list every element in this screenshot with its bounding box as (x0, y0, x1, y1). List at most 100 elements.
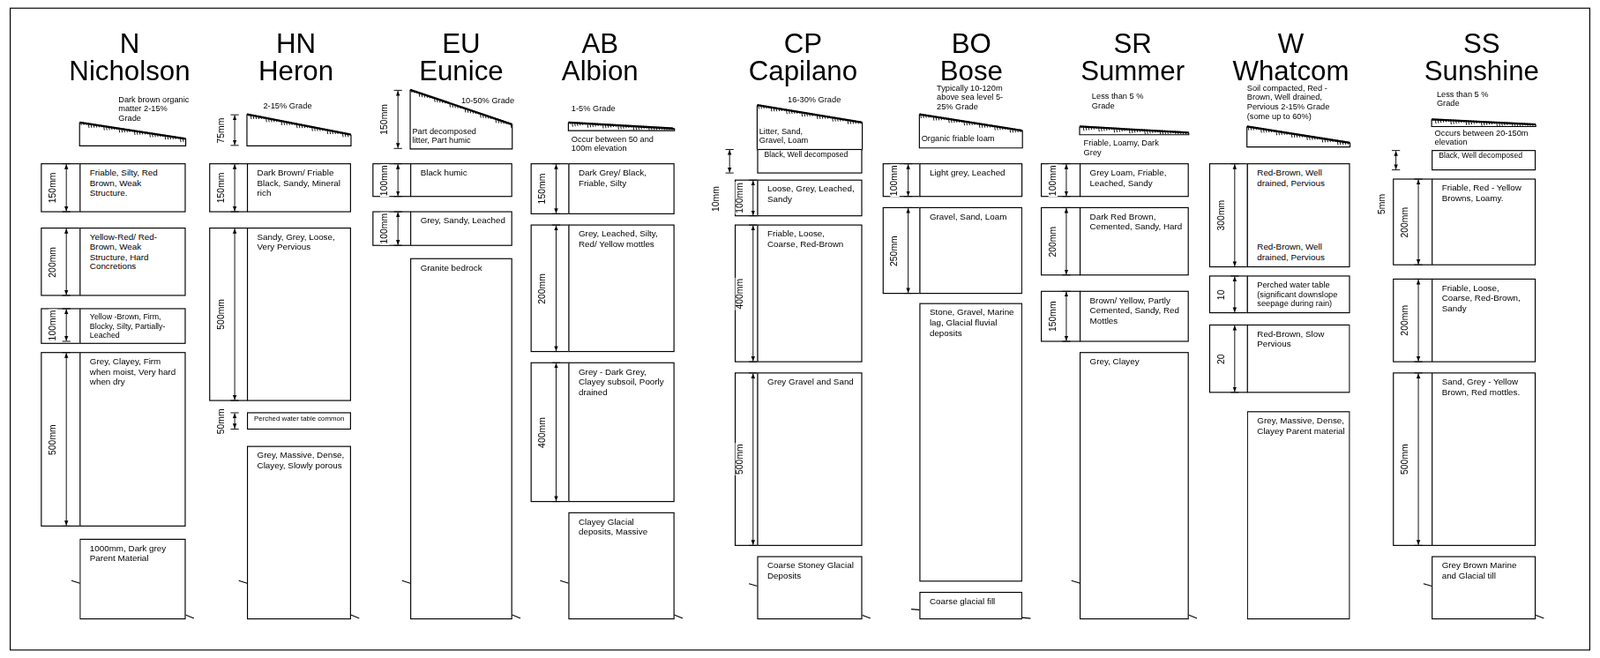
dimension-cell (735, 179, 758, 216)
layer-text: Coarse glacial fill (929, 597, 1017, 607)
dimension-label: 500mm (48, 423, 58, 457)
dimension-label: 5mm (1377, 193, 1387, 216)
layer-text: Sandy, Grey, Loose, Very Pervious (257, 232, 347, 254)
dimension-cell (1041, 207, 1081, 275)
dimension-tick (1230, 324, 1239, 392)
dimension-arrow (234, 164, 236, 211)
profile-title: EU (369, 30, 554, 59)
layer-text: Black, Well decomposed (1438, 151, 1532, 161)
layer-text: Perched water table (significant downslo… (1256, 280, 1345, 309)
dimension-label: 200mm (1400, 205, 1410, 239)
site-note: 16-30% Grade (787, 95, 860, 105)
site-note: Typically 10-120m above sea level 5-25% … (936, 83, 1019, 113)
soil-layer-box: Dark Red Brown, Cemented, Sandy, Hard (1079, 207, 1189, 277)
soil-layer-box: Clayey Glacial deposits, Massive (568, 512, 674, 620)
site-note: Less than 5 % Grade (1091, 91, 1164, 111)
soil-layer-box: Grey Gravel and Sand (756, 372, 862, 546)
profile-title: W (1198, 30, 1383, 59)
layer-text: Granite bedrock (420, 262, 508, 273)
soil-layer-box: Sand, Grey - Yellow Brown, Red mottles. (1431, 372, 1536, 546)
dimension-arrow (555, 225, 557, 352)
layer-text: Grey, Massive, Dense, Clayey Parent mate… (1256, 416, 1345, 437)
soil-layer-box: Dark Grey/ Black, Friable, Silty (568, 163, 674, 215)
ground-hatching (1432, 118, 1533, 127)
dimension-label: 250mm (889, 233, 899, 267)
soil-layer-box: Yellow -Brown, Firm, Blocky, Silty, Part… (79, 307, 186, 344)
layer-text: Friable, Loose, Coarse, Red-Brown (767, 229, 858, 250)
layer-text: Grey, Sandy, Leached (420, 216, 508, 226)
dimension-cell (530, 362, 569, 501)
slope-outline (756, 104, 862, 150)
layer-text: Yellow-Red/ Red-Brown, Weak Structure, H… (89, 232, 181, 273)
layer-text: Clayey Glacial deposits, Massive (578, 517, 670, 539)
site-note: Part decomposed litter, Part humic (411, 126, 479, 145)
layer-text: Grey, Clayey (1090, 357, 1184, 367)
soil-layer-box: Grey, Clayey, Firm when moist, Very hard… (79, 351, 186, 527)
dimension-tick (1413, 278, 1422, 362)
soil-layer-box: Light grey, Leached (919, 163, 1023, 197)
dimension-tick (1230, 164, 1239, 268)
soil-layer-box: Black, Well decomposed (1431, 149, 1536, 171)
dimension-tick (62, 352, 71, 527)
ground-surface (410, 89, 513, 125)
layer-text: Grey, Massive, Dense, Clayey, Slowly por… (257, 450, 347, 472)
dimension-arrow (397, 212, 399, 246)
ground-surface (1247, 126, 1351, 143)
layer-text: Coarse Stoney Glacial Deposits (767, 560, 858, 582)
profile-title: Whatcom (1198, 58, 1383, 86)
dimension-cell (1393, 373, 1433, 546)
dimension-tick (1413, 373, 1422, 546)
dimension-arrow (1233, 325, 1235, 392)
dimension-label: 100mm (380, 164, 389, 197)
soil-layer-box: Perched water table (significant downslo… (1247, 275, 1351, 314)
layer-text: Loose, Grey, Leached, Sandy (767, 184, 858, 205)
soil-layer-box: Grey, Leached, Silty, Red/ Yellow mottle… (568, 224, 674, 353)
dimension-label: 100mm (380, 212, 389, 246)
dimension-tick (552, 362, 561, 501)
layer-text: Black humic (420, 168, 508, 179)
soil-layer-box: Grey Loam, Friable, Leached, Sandy (1079, 163, 1189, 197)
profile-title: Bose (879, 58, 1063, 86)
dimension-cell (41, 352, 81, 527)
soil-layer-box: Friable, Red - Yellow Browns, Loamy. (1431, 178, 1536, 265)
layer-text: Grey Brown Marine and Glacial till (1442, 560, 1532, 582)
dimension-arrow (234, 115, 236, 146)
ground-surface (919, 114, 1023, 132)
dimension-arrow (66, 164, 68, 211)
frame (10, 7, 1591, 651)
dimension-arrow (66, 352, 68, 526)
dimension-label: 100mm (48, 308, 58, 342)
dimension-tick (1061, 291, 1070, 342)
dimension-tick (394, 211, 403, 246)
soil-layer-box: Loose, Grey, Leached, Sandy (756, 179, 862, 217)
soil-layer-box: Sandy, Grey, Loose, Very Pervious (246, 227, 352, 402)
dimension-tick (748, 373, 757, 546)
dimension-cell (735, 373, 758, 546)
dimension-label: 500mm (216, 298, 226, 331)
dimension-cell (209, 164, 248, 212)
soil-layer-box: Grey Brown Marine and Glacial till (1431, 556, 1536, 621)
dimension-cell (530, 224, 569, 352)
soil-layer-box: Grey, Massive, Dense, Clayey Parent mate… (1247, 411, 1351, 620)
soil-layer-box: Friable, Loose, Coarse, Red-Brown (756, 224, 862, 363)
dimension-tick (230, 412, 239, 430)
dimension-label: 150mm (380, 103, 389, 136)
profile-title: SR (1040, 30, 1225, 59)
dimension-cell (1041, 164, 1081, 197)
dimension-arrow (397, 164, 399, 196)
dimension-arrow (1233, 164, 1235, 267)
dimension-tick (725, 149, 734, 173)
layer-text: Dark Brown/ Friable Black, Sandy, Minera… (257, 168, 347, 199)
profile-title: Nicholson (37, 58, 222, 86)
dimension-arrow (752, 225, 754, 362)
profile-title: BO (879, 30, 1063, 59)
dimension-cell (1393, 179, 1433, 265)
dimension-label: 100mm (889, 164, 899, 197)
dimension-tick (230, 114, 239, 146)
dimension-arrow (907, 208, 909, 293)
ground-hatching (1248, 126, 1349, 146)
dimension-arrow (234, 413, 236, 429)
dimension-tick (394, 89, 403, 149)
dimension-label: 200mm (538, 271, 547, 305)
dimension-arrow (752, 180, 754, 216)
